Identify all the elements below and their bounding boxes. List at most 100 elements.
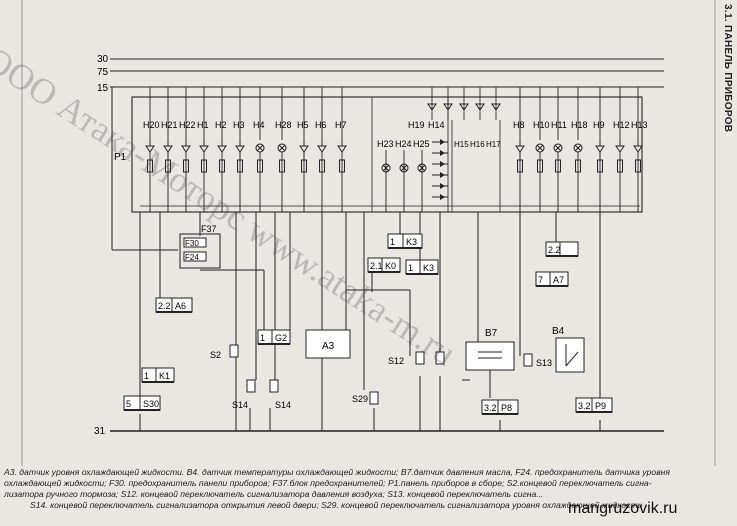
diode-row [432, 139, 448, 145]
lamp-h9-label: H9 [593, 120, 605, 130]
block-a7-right: A7 [553, 275, 564, 285]
block-k3b-right: K3 [423, 263, 434, 273]
fuse-f30 [183, 237, 207, 248]
sensor-b7-box [465, 341, 515, 371]
lamp-h23: H23 [377, 139, 394, 212]
lamp-h10-label: H10 [533, 120, 550, 130]
block-p8-left: 3.2 [484, 403, 497, 413]
block-p9-left: 3.2 [578, 401, 591, 411]
diode-row [432, 172, 448, 178]
block-a6-left: 2.2 [158, 301, 171, 311]
a3-label: A3 [322, 341, 335, 352]
site-link[interactable]: mangruzovik.ru [568, 500, 678, 517]
section-title: 3.1. ПАНЕЛЬ ПРИБОРОВ [722, 4, 733, 133]
block-k3a-left: 1 [390, 237, 395, 247]
f37-label: F37 [201, 224, 217, 234]
lamp-h11-label: H11 [551, 120, 567, 130]
sensor-b4-box [555, 337, 585, 373]
lamp-h3: H3 [233, 87, 245, 212]
b4-label: B4 [552, 326, 565, 337]
block-k3b-left: 1 [408, 263, 413, 273]
caption-line-3: лизатора ручного тормоза; S12. концевой … [4, 489, 544, 499]
lamp-h7: H7 [335, 87, 347, 212]
diode-top [459, 87, 469, 120]
lamp-h22-label: H22 [179, 120, 196, 130]
fuse-f24 [183, 251, 207, 262]
lamp-h3-label: H3 [233, 120, 245, 130]
lamp-h13-label: H13 [631, 120, 648, 130]
block-a7top: 2.2 [545, 241, 579, 257]
block-a6: 2.2 A6 [155, 297, 193, 313]
diode-top [427, 87, 437, 120]
caption-line-1: А3. датчик уровня охлаждающей жидкости. … [4, 467, 670, 477]
lamp-h5-label: H5 [297, 120, 309, 130]
b7-label: B7 [485, 328, 498, 339]
lamp-h10: H10 [533, 87, 550, 212]
block-p8-right: P8 [501, 403, 512, 413]
lamp-h2-label: H2 [215, 120, 227, 130]
lamp-h15-label: H15 [454, 140, 469, 149]
wire-30-label: 30 [97, 54, 109, 65]
switch-s13-label: S13 [536, 358, 552, 368]
diode-row [432, 150, 448, 156]
block-p9-right: P9 [595, 401, 606, 411]
switch-s2-label: S2 [210, 350, 221, 360]
block-k1-left: 1 [144, 371, 149, 381]
lamp-h6: H6 [315, 87, 327, 212]
lamp-h23-label: H23 [377, 139, 394, 149]
lamp-h12: H12 [613, 87, 630, 212]
wire-15-label: 15 [97, 83, 109, 94]
wire-31-label: 31 [94, 426, 106, 437]
f24-label: F24 [185, 253, 199, 262]
lamp-h11: H11 [551, 87, 567, 212]
switch-s12-label: S12 [388, 356, 404, 366]
lamp-h12-label: H12 [613, 120, 630, 130]
block-g2-right: G2 [275, 333, 287, 343]
diode-top [443, 87, 453, 120]
lamp-h8-label: H8 [513, 120, 525, 130]
diode-top [475, 87, 485, 120]
caption-line-2: охлаждающей жидкости; F30. предохранител… [4, 478, 652, 488]
lamp-h2: H2 [215, 87, 227, 212]
block-k0-right: K0 [385, 261, 396, 271]
lamp-h9: H9 [593, 87, 605, 212]
lamp-h28-label: H28 [275, 120, 292, 130]
caption-line-4: S14. концевой переключатель сигнализатор… [30, 500, 643, 510]
block-p9: 3.2 P9 [575, 397, 613, 413]
lamp-h18: H18 [571, 87, 588, 212]
diode-row [432, 194, 448, 200]
lamp-h21: H21 [161, 87, 178, 212]
lamp-h19-label: H19 [408, 120, 425, 130]
panel-label: P1 [114, 152, 127, 163]
switch-s29-label: S29 [352, 394, 368, 404]
figure-caption: А3. датчик уровня охлаждающей жидкости. … [4, 467, 716, 511]
block-p8: 3.2 P8 [481, 399, 519, 415]
lamp-h24: H24 [395, 139, 412, 212]
lamp-h14-label: H14 [428, 120, 445, 130]
block-k3b: 1 K3 [405, 259, 439, 275]
sensor-a3-box [305, 329, 351, 359]
lamp-h4: H4 [253, 87, 265, 212]
fuse-block-f37 [179, 233, 221, 269]
lamp-h5: H5 [297, 87, 309, 212]
block-s30-right: S30 [143, 399, 159, 409]
lamp-h21-label: H21 [161, 120, 178, 130]
lamp-h1-label: H1 [197, 120, 209, 130]
block-a7top-left: 2.2 [548, 245, 561, 255]
lamp-h25-label: H25 [413, 139, 430, 149]
lamp-h20: H20 [143, 87, 160, 212]
lamp-h13: H13 [631, 87, 648, 212]
lamp-h7-label: H7 [335, 120, 347, 130]
block-a6-right: A6 [175, 301, 186, 311]
lamp-h25: H25 [413, 139, 430, 212]
